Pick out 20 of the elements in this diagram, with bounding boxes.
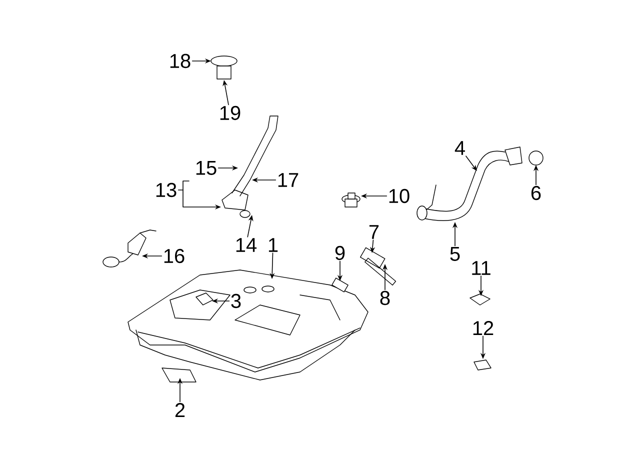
callout-number: 5 [450, 247, 460, 261]
callout-number: 19 [220, 106, 240, 120]
callout-number: 10 [389, 188, 410, 204]
callout-number: 3 [231, 294, 241, 308]
callout-number: 2 [175, 403, 185, 417]
callout-number: 16 [164, 248, 184, 264]
callout-number: 8 [380, 290, 390, 306]
leader-arrow [466, 156, 477, 171]
callout-number: 12 [473, 321, 494, 335]
callout-number: 18 [170, 54, 190, 68]
callout-number: 9 [335, 246, 345, 260]
callout-number: 6 [531, 186, 541, 200]
callout-number: 15 [196, 161, 216, 175]
callout-number: 1 [268, 238, 278, 252]
callout-number: 13 [156, 182, 176, 198]
callout-number: 4 [454, 141, 465, 155]
callout-number: 11 [472, 261, 490, 275]
callout-number: 7 [369, 225, 379, 239]
callout-number: 14 [236, 238, 257, 252]
callout-number: 17 [278, 173, 298, 187]
